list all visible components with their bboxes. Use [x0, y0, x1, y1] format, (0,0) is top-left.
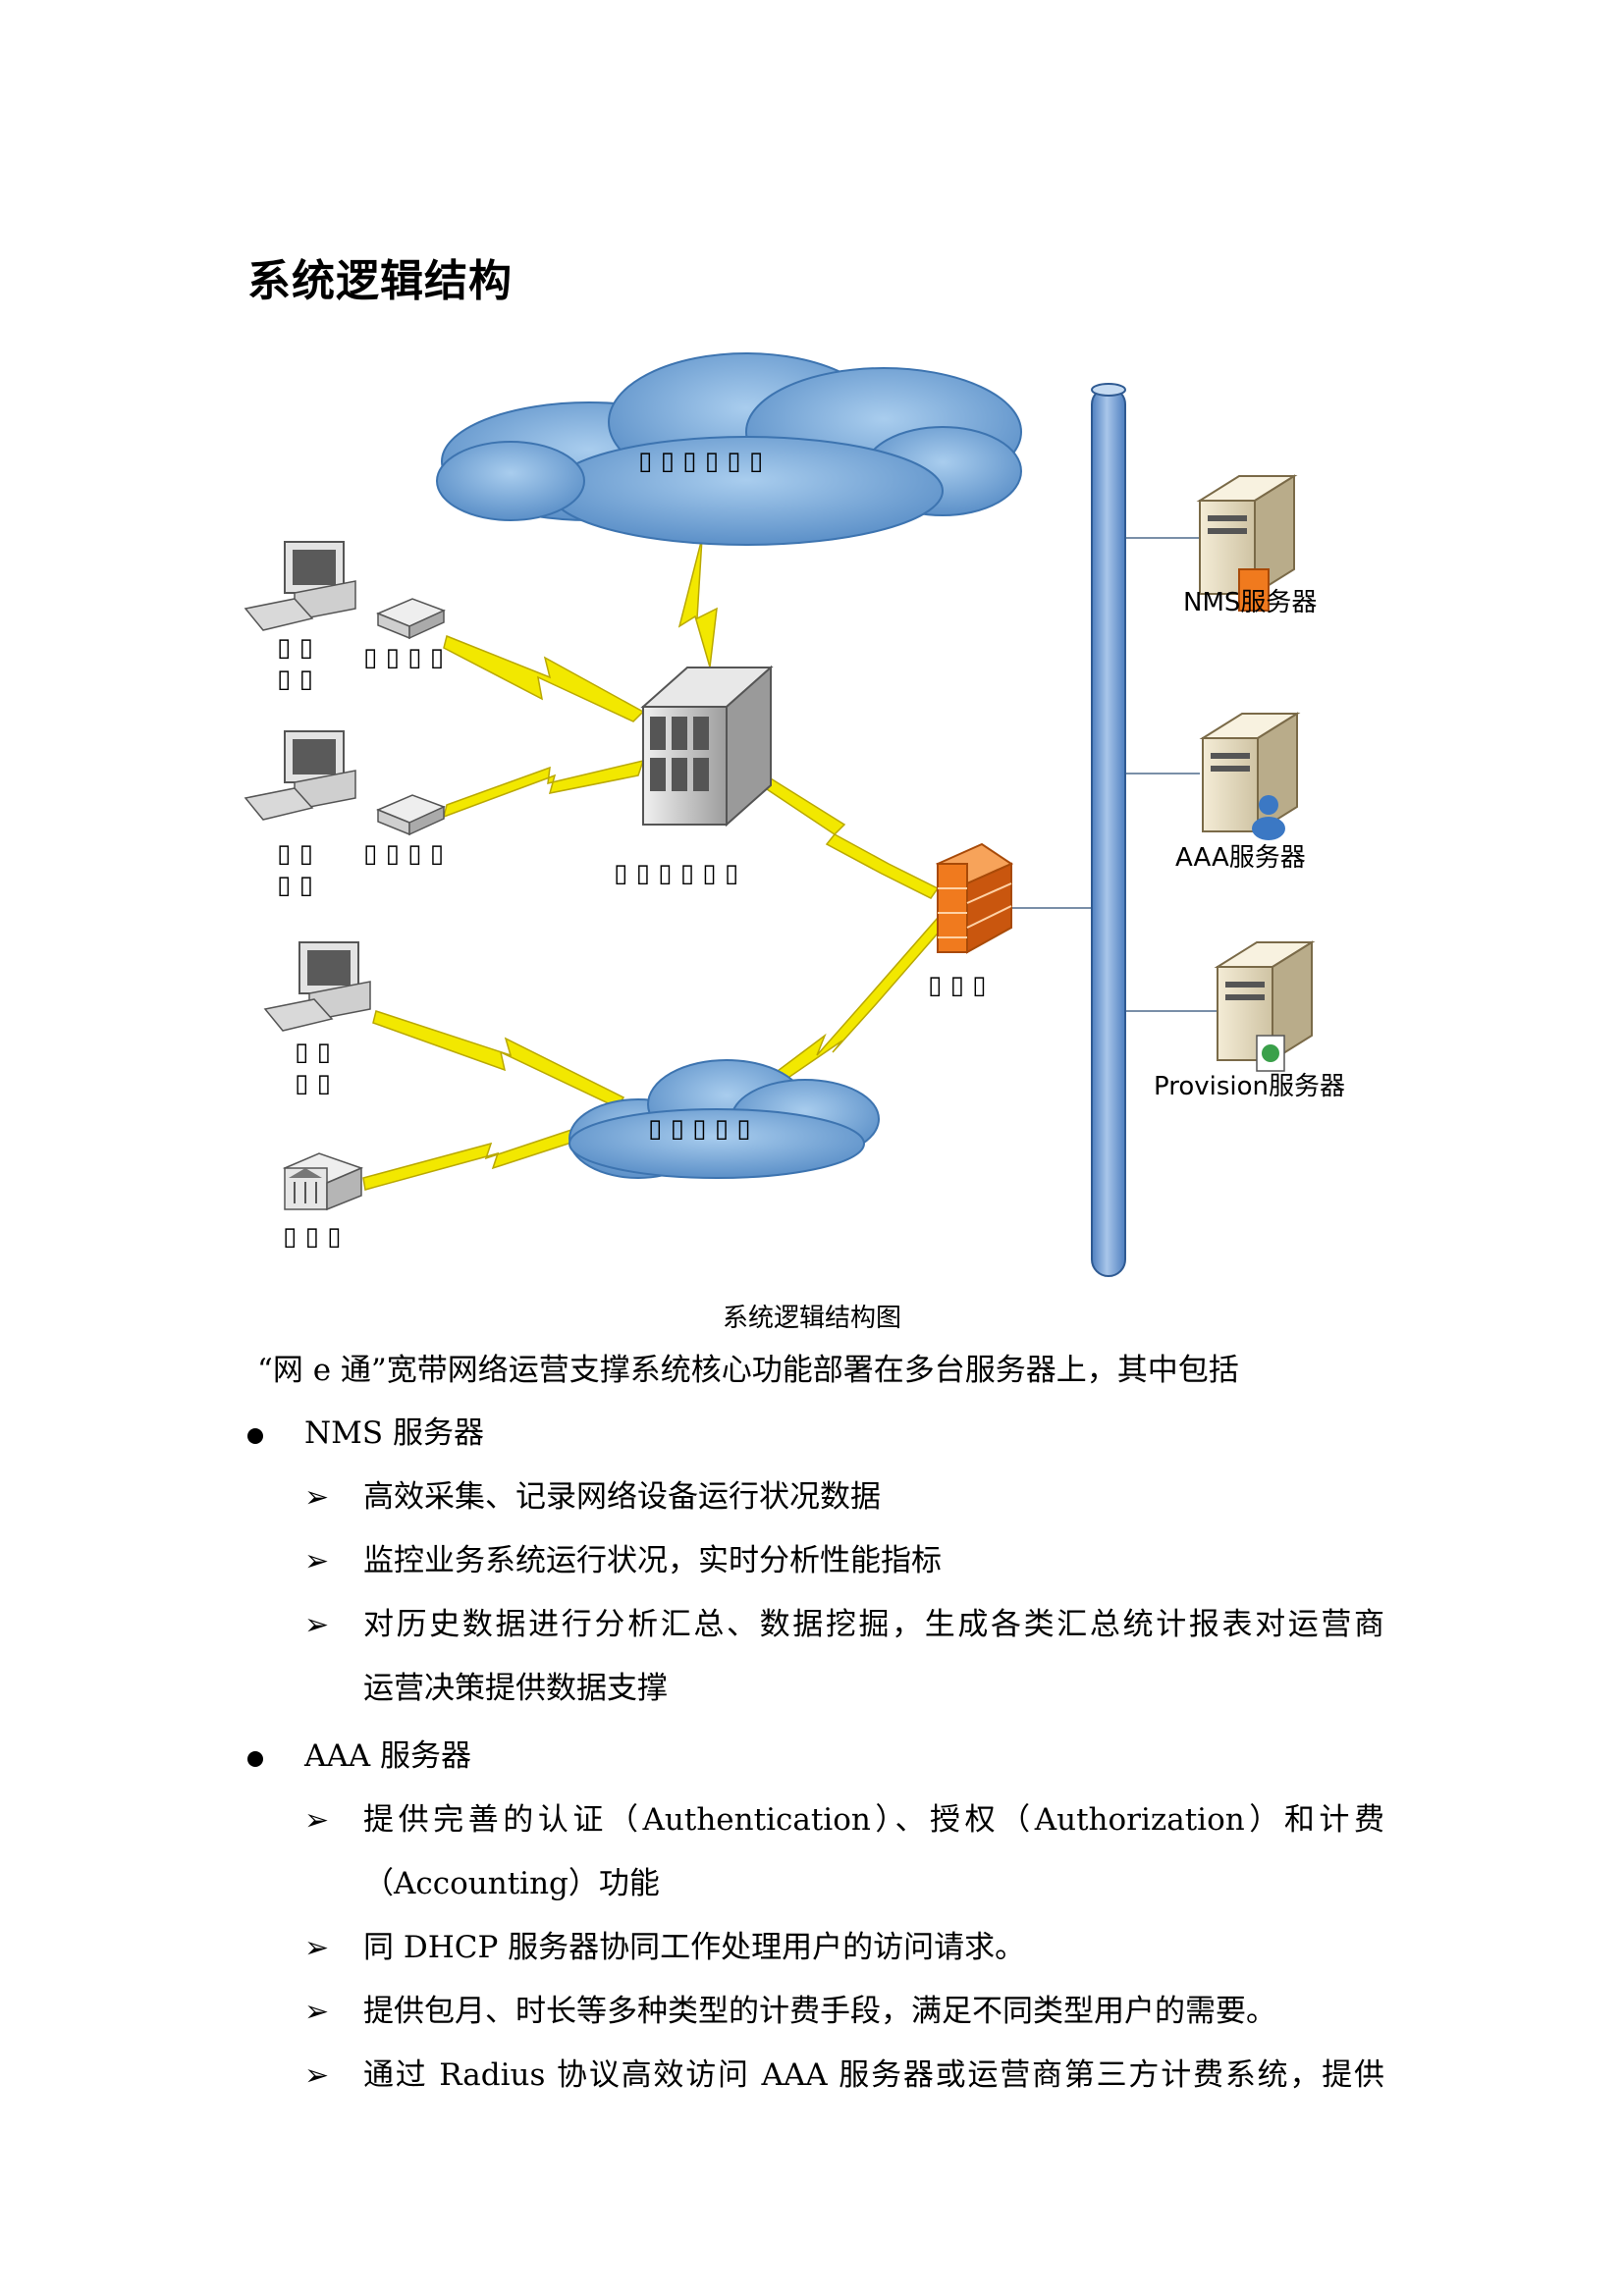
core-switch: [640, 665, 774, 828]
bank-label: ▯ ▯ ▯: [283, 1222, 341, 1252]
nms-item-3: 对历史数据进行分析汇总、数据挖掘，生成各类汇总统计报表对运营商: [363, 1607, 1384, 1642]
aaa-item-3: 提供包月、时长等多种类型的计费手段，满足不同类型用户的需要。: [363, 1994, 1276, 2029]
link-cloud-firewall: [764, 916, 944, 1089]
link-modem2-switch: [442, 759, 645, 819]
pc-icon-2: [244, 730, 356, 821]
link-switch-firewall: [760, 774, 940, 899]
arrow-bullet-icon: ➢: [304, 2058, 330, 2093]
wireless-links: [362, 537, 944, 1191]
nms-server-label: NMS服务器: [1183, 588, 1317, 617]
pc-3-label: ▯ ▯: [295, 1038, 331, 1067]
pc-3-label-line2: ▯ ▯: [295, 1069, 331, 1098]
arrow-bullet-icon: ➢: [304, 1803, 330, 1838]
diagram-caption: 系统逻辑结构图: [722, 1304, 901, 1333]
aaa-item-1: 提供完善的认证（Authentication）、授权（Authorization…: [363, 1802, 1384, 1838]
page-title: 系统逻辑结构: [247, 256, 513, 306]
intro-paragraph: “网 e 通”宽带网络运营支撑系统核心功能部署在多台服务器上，其中包括: [257, 1353, 1239, 1388]
core-switch-label: ▯ ▯ ▯ ▯ ▯ ▯: [614, 859, 738, 888]
pc-2-label-line2: ▯ ▯: [277, 871, 313, 900]
section-title-aaa: AAA 服务器: [304, 1738, 472, 1774]
modem-1-label: ▯ ▯ ▯ ▯: [363, 643, 444, 672]
link-pc3-cloud: [372, 1010, 625, 1108]
bullet-nms: [247, 1428, 263, 1444]
nms-item-1: 高效采集、记录网络设备运行状况数据: [363, 1479, 881, 1515]
top-cloud: [436, 352, 1022, 546]
modem-icon-2: [376, 794, 446, 836]
network-bus: [1091, 383, 1126, 1277]
arrow-bullet-icon: ➢: [304, 1608, 330, 1642]
pc-1-label: ▯ ▯: [277, 633, 313, 663]
aaa-server-label: AAA服务器: [1175, 843, 1306, 873]
nms-server-icon: [1196, 474, 1298, 612]
modem-icon-1: [376, 598, 446, 640]
section-title-nms: NMS 服务器: [304, 1415, 484, 1451]
arrow-bullet-icon: ➢: [304, 1544, 330, 1578]
arrow-bullet-icon: ➢: [304, 1931, 330, 1965]
bottom-cloud: [568, 1059, 880, 1179]
pc-icon-3: [263, 941, 371, 1032]
firewall-label: ▯ ▯ ▯: [928, 971, 986, 1000]
bank-building-icon: [282, 1152, 364, 1211]
bottom-cloud-label: ▯ ▯ ▯ ▯ ▯: [648, 1114, 751, 1144]
provision-server-icon: [1214, 940, 1316, 1072]
link-bank-cloud: [362, 1128, 578, 1191]
pc-1-label-line2: ▯ ▯: [277, 665, 313, 694]
modem-2-label: ▯ ▯ ▯ ▯: [363, 839, 444, 869]
link-modem1-switch: [443, 634, 645, 722]
pc-icon-1: [244, 541, 356, 631]
aaa-item-4: 通过 Radius 协议高效访问 AAA 服务器或运营商第三方计费系统，提供: [363, 2057, 1384, 2093]
arrow-bullet-icon: ➢: [304, 1995, 330, 2029]
nms-item-2: 监控业务系统运行状况，实时分析性能指标: [363, 1543, 942, 1578]
top-cloud-label: ▯ ▯ ▯ ▯ ▯ ▯: [638, 447, 763, 476]
aaa-item-2: 同 DHCP 服务器协同工作处理用户的访问请求。: [363, 1930, 1026, 1965]
provision-server-label: Provision服务器: [1154, 1072, 1345, 1101]
aaa-server-icon: [1199, 712, 1301, 840]
arrow-bullet-icon: ➢: [304, 1480, 330, 1515]
firewall: [935, 842, 1014, 954]
nms-item-3-cont: 运营决策提供数据支撑: [363, 1671, 668, 1706]
bullet-aaa: [247, 1751, 263, 1767]
pc-2-label: ▯ ▯: [277, 839, 313, 869]
system-logical-structure-diagram: ▯ ▯ ▯ ▯ ▯ ▯ ▯ ▯ ▯ ▯ ▯ ▯ ▯ ▯ ▯ ▯ ▯ ▯ ▯ ▯: [244, 352, 1345, 1277]
aaa-item-1-cont: （Accounting）功能: [363, 1866, 660, 1901]
